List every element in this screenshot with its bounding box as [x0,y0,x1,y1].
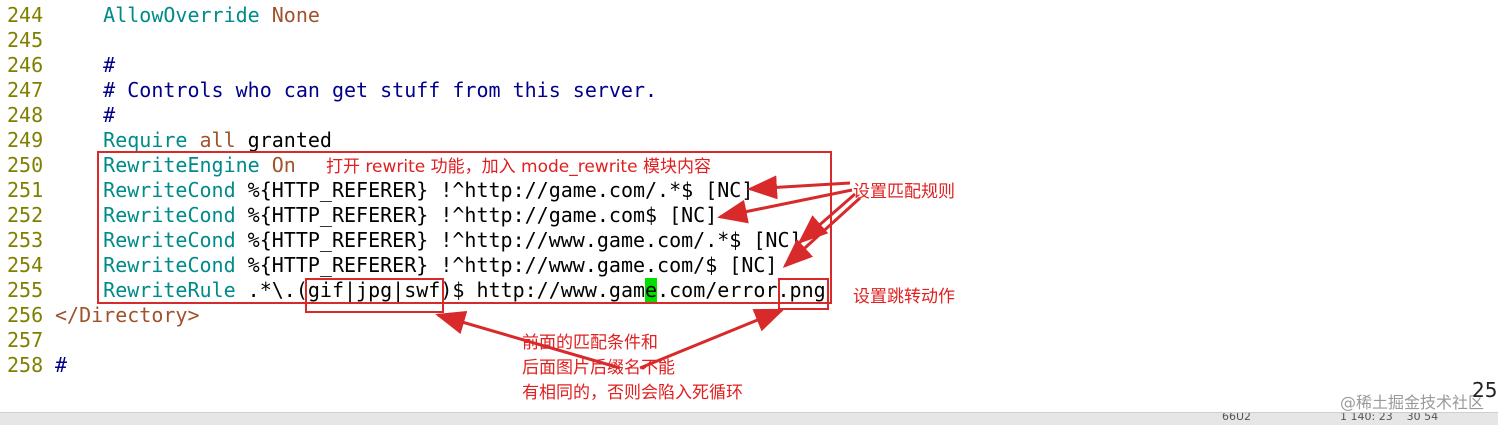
line-code: RewriteCond %{HTTP_REFERER} !^http://gam… [55,203,717,228]
line-number: 252 [7,203,44,227]
arrow-to-line-254 [782,196,862,269]
line-number: 248 [7,103,44,127]
code-token: %{HTTP_REFERER} !^http://www.game.com/.*… [235,228,802,252]
status-right: 1 140: 23 30 54 [1340,412,1439,423]
arrow-to-png-box [639,308,785,370]
code-token: # [55,353,68,377]
line-code: </Directory> [55,303,200,328]
line-number: 253 [7,228,44,252]
code-token: # Controls who can get stuff from this s… [103,78,658,102]
line-code: AllowOverride None [55,3,320,28]
arrow-to-line-253 [797,192,856,244]
line-number: 258 [7,353,44,377]
line-number: 257 [7,328,44,352]
line-code: RewriteEngine On [55,153,296,178]
edge-number: 25 [1472,378,1498,402]
line-code: Require all granted [55,128,332,153]
line-number: 245 [7,28,44,52]
line-number: 255 [7,278,44,302]
line-number: 244 [7,3,44,27]
code-token: # [103,53,116,77]
action-annotation: 设置跳转动作 [853,287,955,307]
png-extension-box [778,278,829,310]
line-number: 246 [7,53,44,77]
extension-group-box [305,278,444,313]
line-number: 250 [7,153,44,177]
line-number: 251 [7,178,44,202]
line-code: RewriteCond %{HTTP_REFERER} !^http://www… [55,228,802,253]
code-token: On [271,153,296,177]
module-annotation: 打开 rewrite 功能，加入 mode_rewrite 模块内容 [326,157,711,177]
line-number: 256 [7,303,44,327]
code-token: RewriteCond [103,228,236,252]
code-token: .*\.(gif|jpg|swf)$ http://www.gam [235,278,646,302]
line-code: RewriteRule .*\.(gif|jpg|swf)$ http://ww… [55,278,826,303]
line-code: # Controls who can get stuff from this s… [55,78,657,103]
code-token: </Directory> [55,303,200,327]
code-token: Require [103,128,188,152]
code-token: RewriteRule [103,278,236,302]
line-number: 254 [7,253,44,277]
code-token: RewriteEngine [103,153,260,177]
line-number: 249 [7,128,44,152]
code-token: granted [235,128,332,152]
rewrite-block-box [97,151,832,304]
line-code: RewriteCond %{HTTP_REFERER} !^http://www… [55,253,777,278]
code-token: all [199,128,236,152]
status-left: 66U2 [1222,412,1252,423]
code-token: None [271,3,320,27]
code-token: RewriteCond [103,178,236,202]
note-line-2: 后面图片后缀名不能 [522,358,675,378]
code-token: AllowOverride [103,3,260,27]
line-code: RewriteCond %{HTTP_REFERER} !^http://gam… [55,178,753,203]
arrow-to-line-251 [747,175,851,200]
text-cursor: e [645,278,658,302]
code-token: %{HTTP_REFERER} !^http://game.com/.*$ [N… [235,178,754,202]
line-code: # [55,353,67,378]
annotation-arrows [435,175,862,370]
line-code: # [55,103,115,128]
line-code: # [55,53,115,78]
code-token: RewriteCond [103,253,236,277]
code-token: .com/error.png [657,278,826,302]
status-bar: 66U2 1 140: 23 30 54 [0,412,1498,425]
line-number: 247 [7,78,44,102]
rules-annotation: 设置匹配规则 [853,182,955,202]
code-token: # [103,103,116,127]
arrow-to-line-252 [717,188,853,224]
code-token: %{HTTP_REFERER} !^http://game.com$ [NC] [235,203,718,227]
note-line-3: 有相同的，否则会陷入死循环 [522,383,743,403]
arrow-to-extension-box [435,311,621,370]
code-token: %{HTTP_REFERER} !^http://www.game.com/$ … [235,253,778,277]
code-token: RewriteCond [103,203,236,227]
watermark: @稀土掘金技术社区 [1339,393,1484,412]
